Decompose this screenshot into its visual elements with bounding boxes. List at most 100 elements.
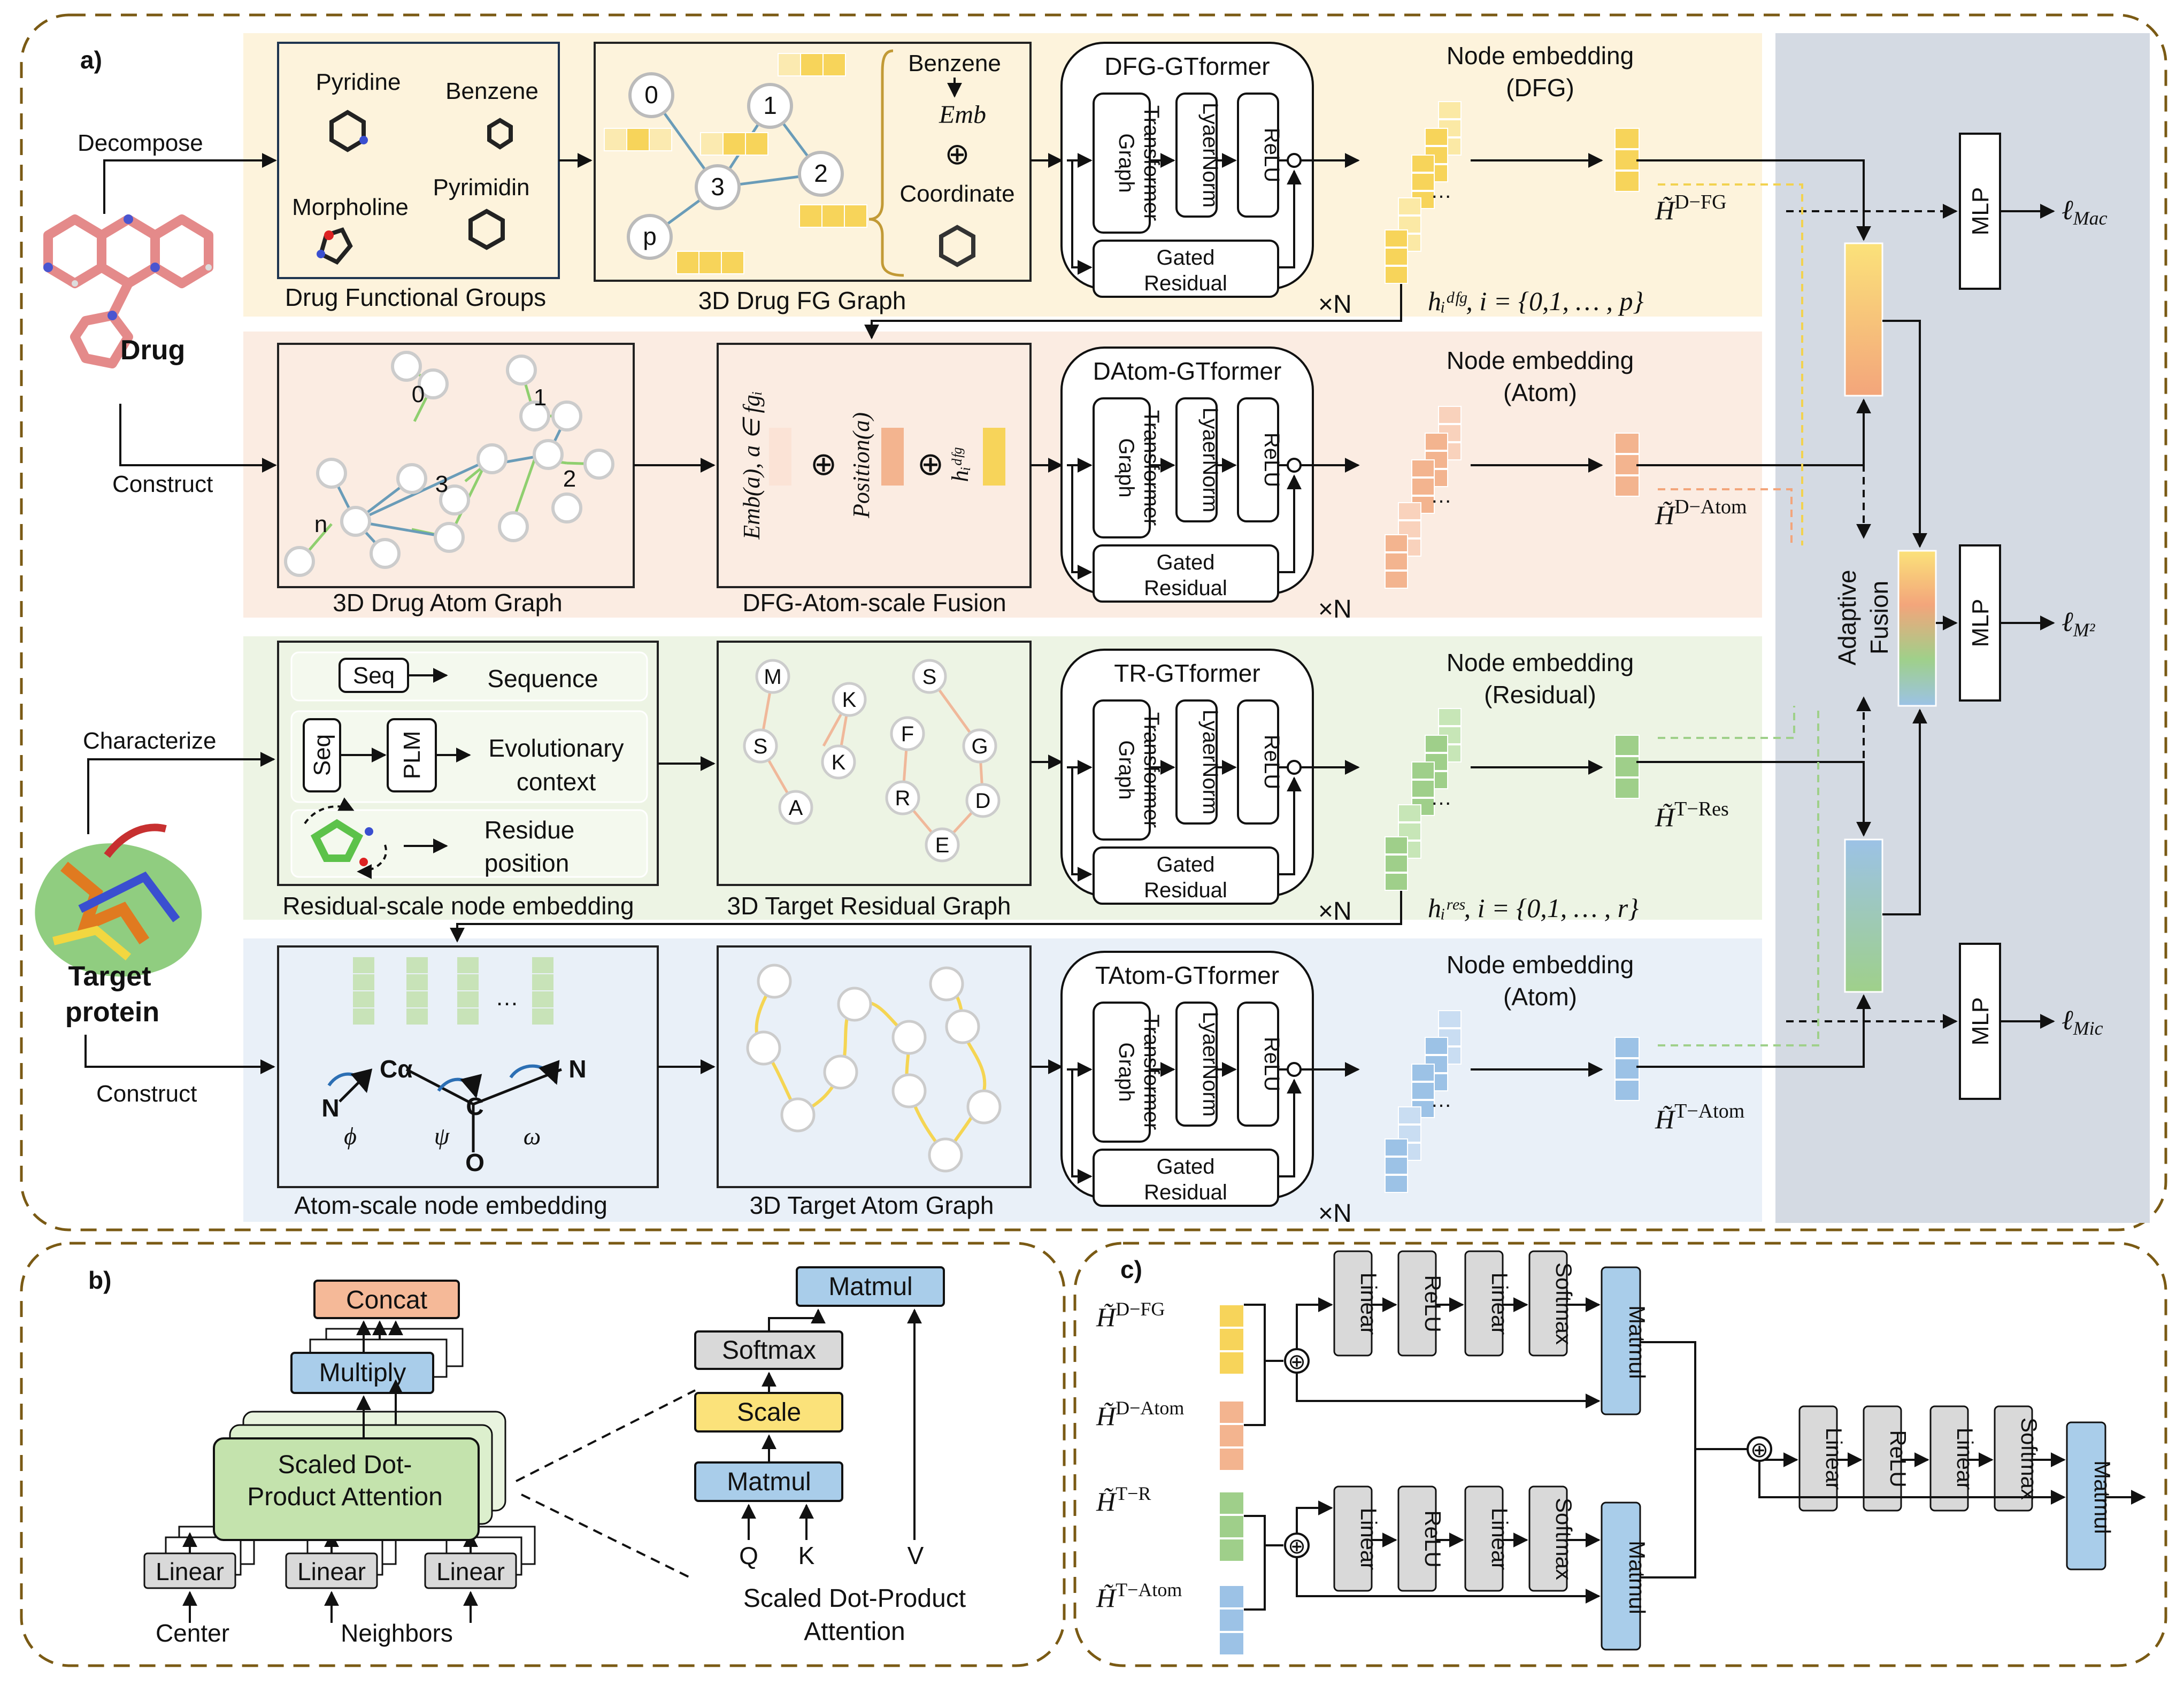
gt-times-n-1: ×N [1318, 595, 1352, 623]
c-target-linear-2 [1464, 1485, 1504, 1592]
node-emb-vector-0 [1614, 128, 1640, 192]
b-caption-2: Attention [804, 1618, 905, 1646]
panel-c-label: c) [1120, 1256, 1142, 1283]
arrow-hres-to-atom [450, 882, 1402, 943]
fg-node-p: p [643, 222, 657, 250]
node-emb-stack-2 [1385, 708, 1462, 891]
node-emb-sub-1: (Atom) [1503, 379, 1577, 406]
fusion-oplus-1: ⊕ [810, 446, 837, 482]
fg-node-1: 1 [763, 91, 777, 119]
b-scale-label: Scale [737, 1398, 801, 1427]
fg-graph-oplus: ⊕ [945, 137, 970, 171]
morpholine-o-icon [324, 230, 334, 240]
c-input-label-1: H̃D−Atom [1096, 1397, 1184, 1431]
c-input-label-3: H̃T−Atom [1096, 1579, 1182, 1613]
fg-brace [868, 49, 904, 277]
sdpa-label-1: Scaled Dot- [278, 1451, 412, 1479]
arrow-drug-construct [119, 404, 277, 473]
res-node-s1: S [753, 735, 768, 758]
node-emb-h-3: H̃T−Atom [1655, 1100, 1744, 1134]
atom-graph-nodes [284, 351, 614, 577]
node-emb-dots-2: … [1431, 786, 1452, 810]
panel-c-border [1073, 1242, 2167, 1667]
gt-relu-1 [1237, 397, 1279, 522]
gt-transformer-label-3: Transformer [1140, 1014, 1163, 1130]
res-node-k1: K [842, 688, 857, 712]
mlp-box-mac [1959, 133, 2001, 290]
gt-arrows-1 [1067, 458, 1360, 580]
panel-b-center: Center [156, 1619, 229, 1647]
gt-title-0: DFG-GTformer [1104, 52, 1270, 80]
concat-box [313, 1280, 460, 1319]
gt-gated-label-0: Gated [1157, 246, 1215, 270]
morpholine-n-icon [317, 250, 325, 258]
target-protein-icon [35, 823, 202, 977]
fusion-position: Position(a) [848, 412, 874, 519]
gt-gated-label-1: Gated [1157, 551, 1215, 574]
res-node-f: F [901, 722, 914, 746]
loss-mic: ℓMic [2062, 1005, 2103, 1039]
fusion-h-dfg: hᵢᵈᶠᵍ [947, 447, 973, 482]
panel-b-linear-n1-label: Linear [297, 1558, 366, 1585]
concat-label: Concat [346, 1286, 427, 1314]
mlp-label-mac: MLP [1967, 187, 1994, 235]
gt-relu-label-1: ReLU [1260, 433, 1283, 487]
gt-times-n-2: ×N [1318, 897, 1352, 926]
gt-transformer-label-1: Transformer [1140, 410, 1163, 526]
panel-b-linear-n2-label: Linear [436, 1558, 505, 1585]
sdpa-label-2: Product Attention [247, 1483, 443, 1511]
arrow-decompose [103, 153, 277, 214]
atom-n2: N [568, 1055, 586, 1083]
target-label-2: protein [65, 997, 159, 1028]
c-input-label-2: H̃T−R [1096, 1483, 1151, 1516]
gt-layernorm-2 [1175, 699, 1218, 825]
fusion-label: Fusion [1865, 581, 1893, 654]
arrow-characterize [87, 752, 275, 834]
mlp-label-mic: MLP [1967, 997, 1994, 1045]
panel-b-label: b) [88, 1266, 111, 1294]
gt-residual-label-3: Residual [1144, 1181, 1227, 1204]
gt-relu-3 [1237, 1002, 1279, 1127]
fg-node-2: 2 [814, 159, 828, 187]
coordinate-benzene-icon [939, 225, 975, 267]
c-target-matmul [1601, 1502, 1641, 1651]
evo-label-2: context [517, 768, 596, 796]
evo-label-1: Evolutionary [488, 734, 624, 762]
res-node-e: E [935, 834, 950, 857]
panel-b-neighbors: Neighbors [341, 1619, 453, 1647]
panel-b-stack-arrows [356, 1320, 403, 1438]
res-node-r: R [895, 787, 911, 810]
gt-residual-label-1: Residual [1144, 576, 1227, 600]
b-matmul-top-label: Matmul [828, 1273, 912, 1301]
node-emb-h-0: H̃D−FG [1655, 191, 1727, 225]
fusion-position-bar [881, 428, 904, 486]
gt-arrows-0 [1067, 153, 1360, 275]
c-input-bar-2 [1219, 1491, 1244, 1562]
node-emb-vector-1 [1614, 433, 1640, 497]
gt-transformer-label-0: Transformer [1140, 105, 1163, 221]
pyrimidin-label: Pyrimidin [433, 174, 530, 201]
atom-c: C [466, 1092, 483, 1120]
target-res-graph-caption: 3D Target Residual Graph [727, 892, 1011, 920]
gt-graph-label-0: Graph [1114, 133, 1138, 192]
gt-residual-label-2: Residual [1144, 879, 1227, 902]
target-atom-graph-box [717, 945, 1032, 1188]
gt-add-node-2 [1287, 760, 1302, 775]
target-atom-graph-nodes [746, 964, 1002, 1173]
res-node-a: A [789, 796, 803, 820]
atom-embed-dots: … [495, 984, 519, 1011]
res-sub-3 [290, 809, 648, 878]
loss-m2: ℓM² [2062, 607, 2096, 641]
atom-embed-bars [353, 957, 553, 1025]
node-emb-dots-3: … [1431, 1088, 1452, 1112]
drug-construct-label: Construct [112, 471, 213, 497]
gt-times-n-0: ×N [1318, 290, 1352, 319]
fusion-colored-dashes [1658, 183, 1819, 1046]
gt-relu-label-2: ReLU [1260, 735, 1283, 789]
atom-node-1: 1 [534, 384, 547, 411]
node-emb-dots-0: … [1431, 179, 1452, 203]
gt-add-node-1 [1287, 458, 1302, 473]
node-emb-title-1: Node embedding [1447, 346, 1634, 374]
